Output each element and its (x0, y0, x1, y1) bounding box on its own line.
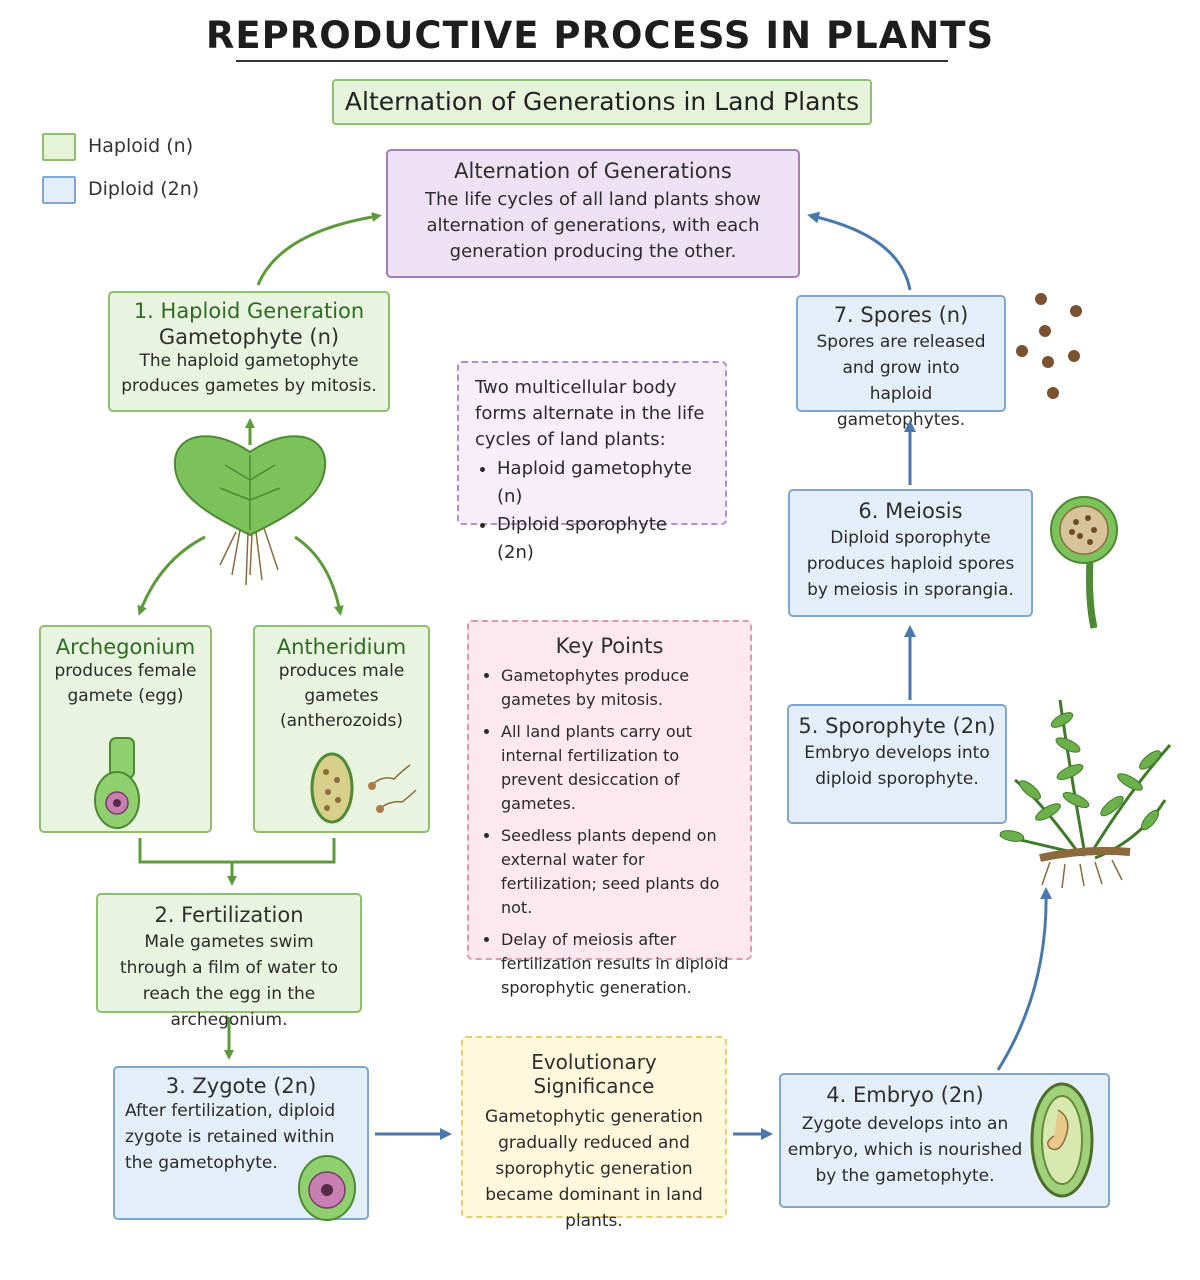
key-point-item: All land plants carry out internal ferti… (501, 720, 738, 816)
connector-to-fertilization (138, 838, 336, 882)
step1-subheading: Gametophyte (n) (158, 325, 340, 349)
step7-box: 7. Spores (n) Spores are released and gr… (796, 295, 1006, 430)
sporangium-illustration (1050, 496, 1118, 629)
archegonium-box: Archegonium produces female gamete (egg) (39, 625, 212, 833)
key-point-item: Delay of meiosis after fertilization res… (501, 928, 738, 1000)
title-underline (236, 60, 948, 62)
body-form-item: Diploid sporophyte (2n) (497, 511, 709, 567)
step3-text: After fertilization, diploid zygote is r… (125, 1101, 336, 1173)
legend-haploid-label: Haploid (n) (88, 135, 194, 157)
step1-heading: 1. Haploid Generation (133, 299, 365, 323)
archegonium-illustration (94, 737, 140, 829)
step1-text: The haploid gametophyte produces gametes… (121, 351, 377, 396)
key-points-heading: Key Points (555, 634, 664, 658)
legend-haploid-swatch (42, 133, 76, 161)
arrow-spores-to-center (807, 211, 912, 291)
key-points-box: Key Points Gametophytes produce gametes … (467, 620, 752, 997)
spores-illustration (1016, 293, 1082, 399)
evolution-text: Gametophytic generation gradually reduce… (485, 1107, 703, 1231)
step6-text: Diploid sporophyte produces haploid spor… (806, 528, 1015, 600)
legend-diploid-swatch (42, 176, 76, 204)
step5-text: Embryo develops into diploid sporophyte. (804, 743, 990, 789)
step1-box: 1. Haploid Generation Gametophyte (n) Th… (108, 291, 390, 412)
gametophyte-thallus-illustration (173, 435, 327, 586)
body-form-item: Haploid gametophyte (n) (497, 455, 709, 511)
step7-heading: 7. Spores (n) (833, 303, 969, 327)
step4-heading: 4. Embryo (2n) (826, 1083, 984, 1107)
evolution-box: Evolutionary Significance Gametophytic g… (461, 1036, 727, 1231)
key-point-item: Seedless plants depend on external water… (501, 824, 738, 920)
evolution-heading: Evolutionary Significance (531, 1050, 657, 1098)
alternation-box: Alternation of Generations The life cycl… (386, 149, 800, 278)
fern-sporophyte-illustration (999, 699, 1172, 889)
legend-diploid-label: Diploid (2n) (88, 178, 200, 200)
alternation-heading: Alternation of Generations (454, 159, 732, 183)
key-point-item: Gametophytes produce gametes by mitosis. (501, 664, 738, 712)
antheridium-text: produces male gametes (antherozoids) (278, 661, 405, 731)
step7-text: Spores are released and grow into haploi… (816, 332, 986, 430)
antheridium-heading: Antheridium (276, 635, 407, 659)
body-forms-box: Two multicellular body forms alternate i… (457, 361, 727, 563)
archegonium-text: produces female gamete (egg) (54, 661, 197, 706)
body-forms-intro: Two multicellular body forms alternate i… (475, 377, 705, 450)
step2-heading: 2. Fertilization (154, 903, 304, 927)
antheridium-illustration (310, 752, 417, 824)
arrow-embryo-to-sporophyte (996, 887, 1053, 1071)
zygote-illustration (298, 1155, 356, 1221)
arrow-to-antheridium (294, 535, 344, 616)
alternation-text: The life cycles of all land plants show … (425, 189, 761, 262)
step2-box: 2. Fertilization Male gametes swim throu… (96, 893, 362, 1030)
step5-heading: 5. Sporophyte (2n) (798, 714, 996, 738)
arrow-step1-to-center (256, 212, 382, 286)
archegonium-heading: Archegonium (55, 635, 196, 659)
step5-box: 5. Sporophyte (2n) Embryo develops into … (787, 704, 1007, 824)
step6-heading: 6. Meiosis (858, 499, 963, 523)
embryo-illustration (1030, 1082, 1094, 1198)
step4-text: Zygote develops into an embryo, which is… (787, 1114, 1023, 1186)
arrow-to-archegonium (137, 535, 206, 616)
step3-heading: 3. Zygote (2n) (165, 1074, 317, 1098)
page-title: REPRODUCTIVE PROCESS IN PLANTS (205, 14, 995, 57)
step6-box: 6. Meiosis Diploid sporophyte produces h… (788, 489, 1033, 617)
subtitle: Alternation of Generations in Land Plant… (332, 79, 872, 125)
